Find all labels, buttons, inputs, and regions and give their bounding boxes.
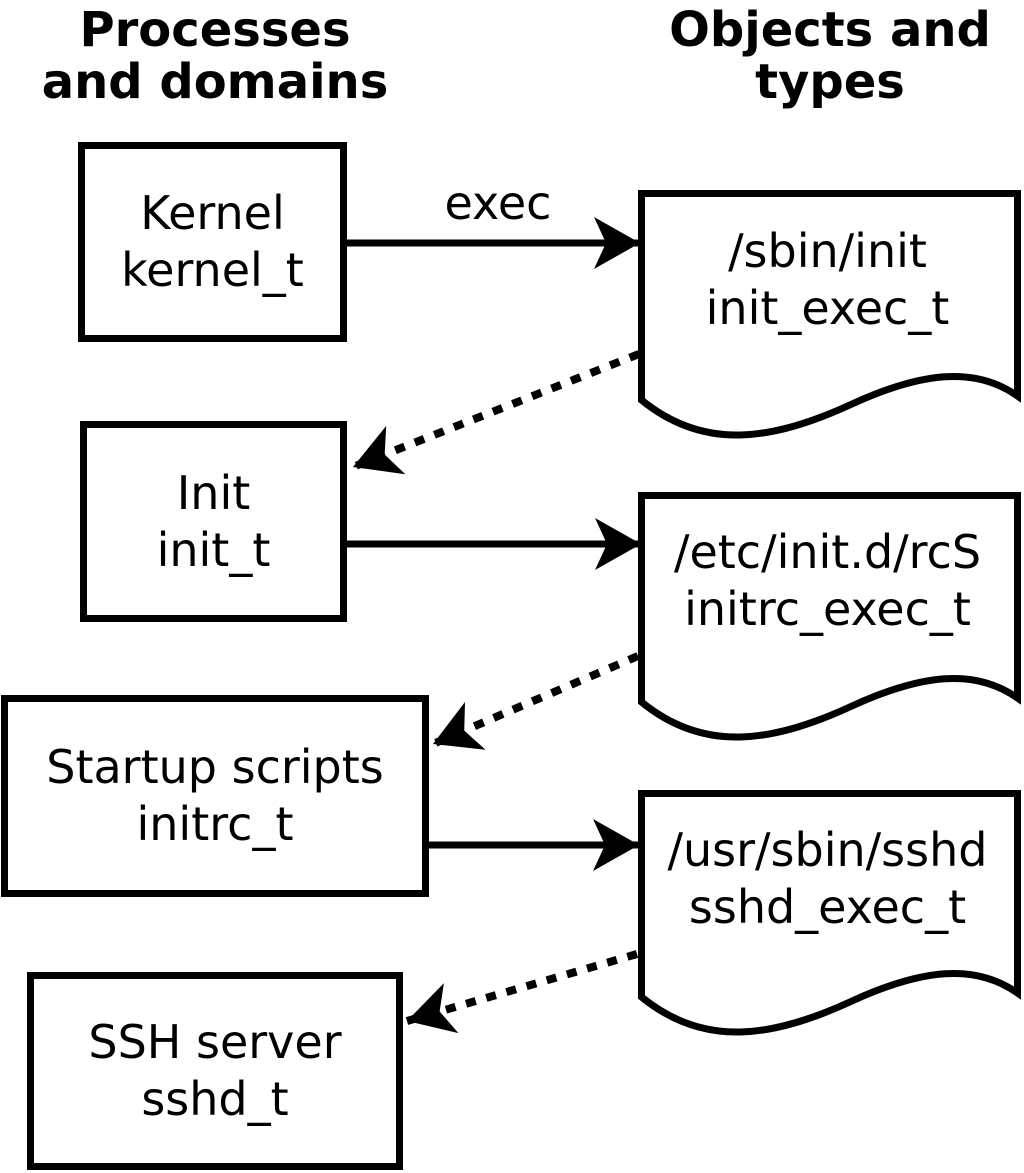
- object-path: /sbin/init: [728, 224, 927, 278]
- process-box-init: Init init_t: [80, 421, 347, 622]
- transition-arrow-etc-initd-rcs-to-startup-scripts: [431, 652, 640, 750]
- document-shape-etc-initd-rcs: [638, 492, 1021, 741]
- process-domain: init_t: [156, 522, 271, 577]
- object-doc-label-usr-sbin-sshd: /usr/sbin/sshd sshd_exec_t: [640, 822, 1015, 936]
- object-type: init_exec_t: [705, 281, 950, 335]
- left-column-header-line2: and domains: [41, 54, 389, 110]
- object-path: /etc/init.d/rcS: [673, 525, 982, 579]
- process-domain: kernel_t: [121, 243, 304, 297]
- process-box-startup-scripts: Startup scripts initrc_t: [1, 695, 429, 897]
- process-name: Startup scripts: [46, 740, 384, 794]
- process-name: Kernel: [140, 186, 285, 240]
- left-column-header-line1: Processes: [79, 2, 351, 58]
- left-column-header: Processes and domains: [20, 4, 410, 108]
- right-column-header-line1: Objects and: [669, 2, 991, 58]
- transition-arrow-sbin-init-to-init: [351, 350, 641, 475]
- document-shape-sbin-init: [638, 190, 1021, 439]
- exec-arrow-label: exec: [444, 176, 552, 230]
- object-doc-label-sbin-init: /sbin/init init_exec_t: [640, 223, 1015, 337]
- transition-arrow-usr-sbin-sshd-to-ssh-server: [405, 950, 639, 1034]
- object-doc-label-etc-initd-rcs: /etc/init.d/rcS initrc_exec_t: [640, 524, 1015, 638]
- right-column-header-line2: types: [755, 54, 905, 110]
- process-box-ssh-server: SSH server sshd_t: [27, 972, 403, 1170]
- object-path: /usr/sbin/sshd: [667, 823, 988, 877]
- process-domain: initrc_t: [136, 797, 294, 851]
- process-domain: sshd_t: [141, 1072, 289, 1126]
- object-type: sshd_exec_t: [688, 880, 967, 934]
- object-type: initrc_exec_t: [684, 582, 971, 636]
- process-name: SSH server: [88, 1015, 342, 1069]
- document-shape-usr-sbin-sshd: [638, 790, 1021, 1036]
- right-column-header: Objects and types: [635, 4, 1024, 108]
- process-box-kernel: Kernel kernel_t: [78, 142, 347, 342]
- process-name: Init: [176, 465, 251, 520]
